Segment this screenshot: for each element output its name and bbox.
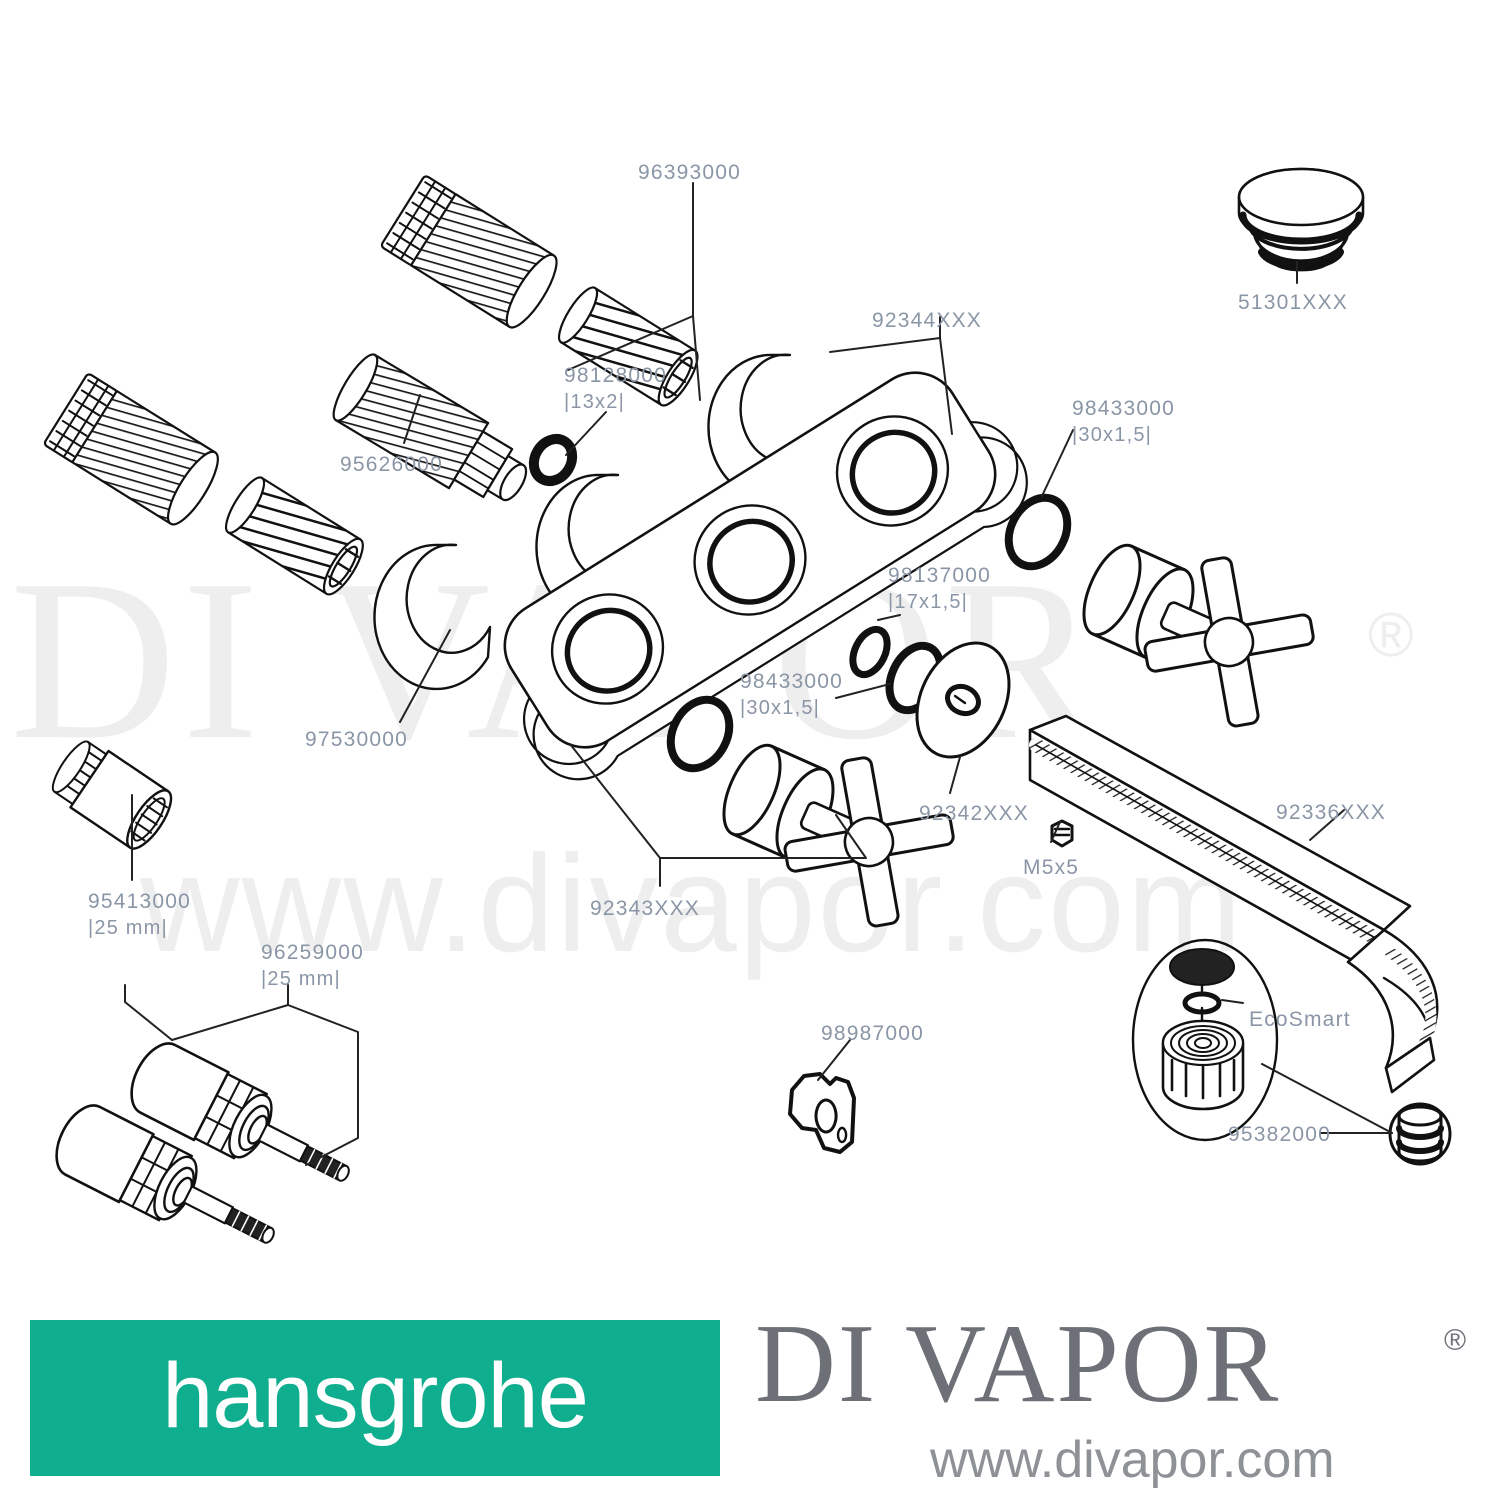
part-92336XXX-spout (1028, 714, 1439, 1094)
label-spec: |30x1,5| (740, 696, 821, 719)
label-code: 98433000 (1072, 397, 1176, 420)
label-92342XXX: 92342XXX (919, 801, 1029, 828)
divapor-url: www.divapor.com (930, 1431, 1335, 1489)
label-code: 98137000 (888, 564, 992, 587)
label-code: 98128000 (564, 364, 668, 387)
label-code: 92342XXX (919, 802, 1030, 825)
registered-trademark-icon: ® (1444, 1324, 1467, 1357)
label-code: M5x5 (1023, 856, 1080, 879)
part-95382000-aerator (1388, 1102, 1452, 1166)
part-98987000-service-key (788, 1072, 856, 1154)
part-ecosmart-aerator-assembly (1161, 948, 1245, 1111)
label-code: 95413000 (88, 890, 192, 913)
label-98128000: 98128000 |13x2| (564, 363, 667, 415)
label-95382000: 95382000 (1228, 1122, 1331, 1149)
hansgrohe-wordmark: hansgrohe (162, 1345, 589, 1447)
label-92343XXX: 92343XXX (590, 896, 700, 923)
part-sleeve-left-small (224, 476, 364, 596)
label-code: 96259000 (261, 941, 365, 964)
part-98433000-oring-upper (1004, 493, 1072, 571)
label-spec: |25 mm| (261, 967, 341, 990)
label-code: 95626000 (340, 453, 444, 476)
part-51301XXX-waste-cap (1237, 167, 1365, 272)
detail-bubble-ecosmart (1131, 938, 1279, 1142)
label-M5x5: M5x5 (1023, 855, 1079, 882)
part-97530000-clip-bottom (373, 543, 492, 691)
label-98987000: 98987000 (821, 1021, 924, 1048)
label-98137000: 98137000 |17x1,5| (888, 563, 991, 615)
part-95626000-extension (332, 353, 528, 502)
label-spec: |13x2| (564, 390, 625, 413)
part-95413000-extension (51, 740, 173, 850)
label-code: 92344XXX (872, 309, 983, 332)
label-code: 92336XXX (1276, 801, 1387, 824)
label-code: 97530000 (305, 728, 409, 751)
part-92343XXX-handle-upper (1082, 543, 1315, 728)
label-96259000: 96259000 |25 mm| (261, 940, 364, 992)
label-95626000: 95626000 (340, 452, 443, 479)
part-92344XXX-baseplate (503, 371, 1028, 781)
label-95413000: 95413000 |25 mm| (88, 889, 191, 941)
divapor-logo: DI VAPOR ® www.divapor.com (755, 1302, 1480, 1496)
label-98433000-lower: 98433000 |30x1,5| (740, 669, 843, 721)
label-97530000: 97530000 (305, 727, 408, 754)
part-96393000-sleeve-small (557, 286, 699, 407)
part-96259000-cartridge-lower (55, 1104, 275, 1244)
label-code: 92343XXX (590, 897, 701, 920)
label-spec: |25 mm| (88, 916, 168, 939)
leader-lines (124, 182, 1393, 1166)
label-code: 96393000 (638, 161, 742, 184)
label-code: 51301XXX (1238, 291, 1349, 314)
hansgrohe-logo: hansgrohe (30, 1320, 720, 1476)
divapor-wordmark: DI VAPOR (755, 1302, 1281, 1426)
label-96393000: 96393000 (638, 160, 741, 187)
label-code: EcoSmart (1249, 1008, 1351, 1031)
part-98128000-oring (528, 433, 578, 487)
label-92336XXX: 92336XXX (1276, 800, 1386, 827)
part-98137000-oring (849, 625, 891, 679)
footer-branding: hansgrohe DI VAPOR ® www.divapor.com (0, 1300, 1500, 1500)
label-code: 98433000 (740, 670, 844, 693)
part-92343XXX-handle-lower (722, 743, 955, 928)
part-96259000-cartridge-upper (130, 1042, 350, 1182)
label-code: 95382000 (1228, 1123, 1332, 1146)
label-92344XXX: 92344XXX (872, 308, 982, 335)
part-98433000-oring-lower (666, 695, 734, 773)
label-spec: |17x1,5| (888, 590, 969, 613)
part-96393000-sleeve-upper (380, 175, 558, 329)
label-ecosmart: EcoSmart (1249, 1007, 1351, 1034)
part-92342XXX-escutcheon (915, 641, 1011, 759)
label-code: 98987000 (821, 1022, 925, 1045)
label-51301XXX: 51301XXX (1238, 290, 1348, 317)
label-98433000-upper: 98433000 |30x1,5| (1072, 396, 1175, 448)
label-spec: |30x1,5| (1072, 423, 1153, 446)
part-sleeve-left-long (43, 373, 219, 526)
